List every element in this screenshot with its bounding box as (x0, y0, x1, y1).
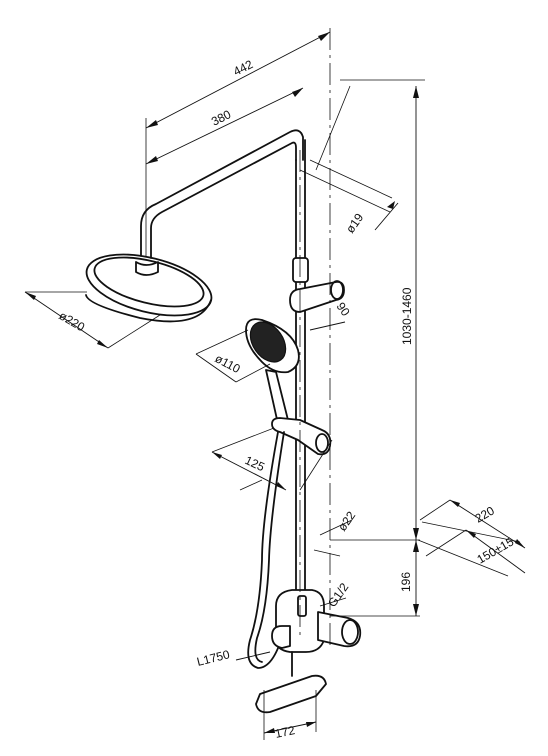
dim-hose-length: L1750 (195, 647, 231, 669)
shower-arm (140, 129, 304, 259)
dim-hand-offset: 125 (243, 453, 267, 474)
dim-spout-length: 172 (274, 723, 297, 741)
dim-mixer-height: 196 (399, 572, 413, 592)
dim-thread: G1/2 (325, 580, 352, 610)
overhead-shower-head (85, 253, 213, 323)
dim-hand-diameter: ø110 (213, 351, 243, 376)
shower-riser-pipe (295, 139, 306, 613)
dim-wall-top: 220 (473, 503, 498, 525)
flexible-hose (247, 431, 285, 669)
dim-lower-diameter: ø22 (335, 508, 359, 533)
sliding-holder-lower (271, 417, 332, 456)
dimension-lines (24, 31, 526, 734)
dim-arm-inner: 380 (209, 107, 233, 129)
bath-mixer (255, 589, 362, 714)
center-lines (299, 28, 331, 650)
sliding-holder-upper (289, 257, 345, 313)
dim-pipe-diameter: ø19 (343, 210, 367, 235)
hand-shower (245, 318, 300, 425)
dim-arm-outer: 442 (231, 57, 255, 79)
dim-bar-height: 1030-1460 (400, 287, 414, 345)
extension-lines (25, 79, 521, 740)
dim-holder-offset: 90 (334, 300, 353, 319)
